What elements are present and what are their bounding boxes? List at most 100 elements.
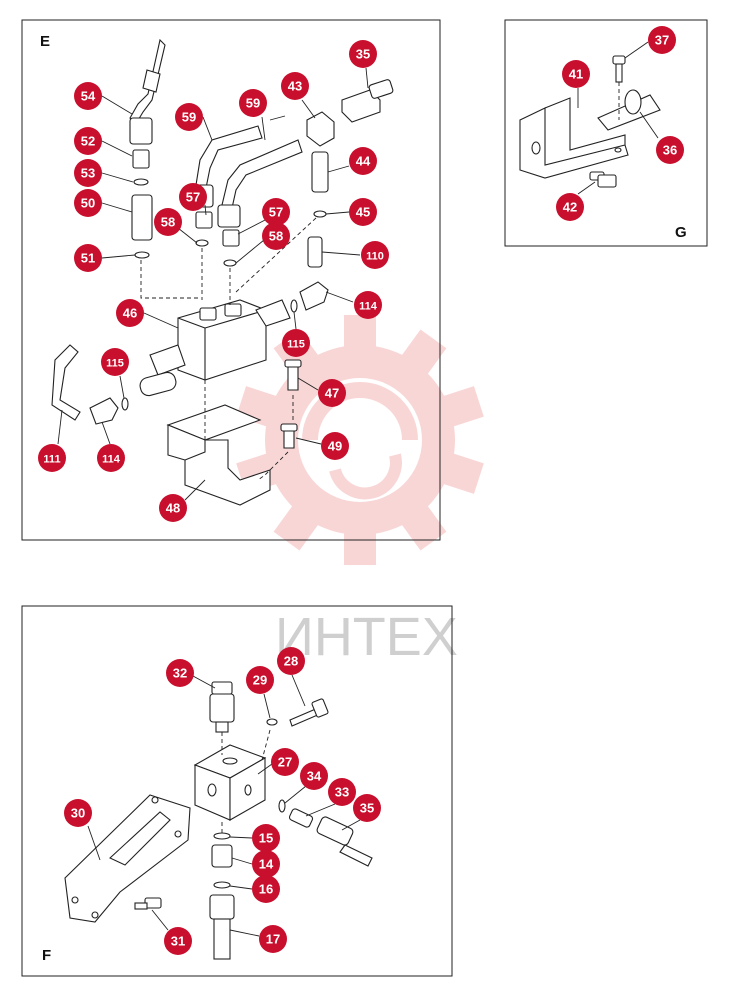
callout-number: 53: [81, 166, 95, 181]
callout-balloon: [300, 762, 328, 790]
callout-number: 115: [106, 358, 124, 370]
callout-number: 50: [81, 196, 95, 211]
callout-balloon: [349, 198, 377, 226]
callout-f-35: 35: [353, 794, 381, 822]
callout-number: 59: [182, 110, 196, 125]
callout-number: 57: [269, 205, 283, 220]
callout-balloon: [277, 647, 305, 675]
callout-number: 58: [269, 229, 283, 244]
callout-number: 49: [328, 439, 342, 454]
panel-e-frame: [21, 19, 441, 541]
callout-number: 41: [569, 67, 583, 82]
callout-f-28: 28: [277, 647, 305, 675]
callout-e-35: 35: [349, 40, 377, 68]
callout-f-14: 14: [252, 850, 280, 878]
callout-number: 31: [171, 934, 185, 949]
callout-number: 32: [173, 666, 187, 681]
callout-number: 35: [356, 47, 370, 62]
callout-f-16: 16: [252, 875, 280, 903]
callout-number: 30: [71, 806, 85, 821]
callout-number: 33: [335, 785, 349, 800]
callout-e-115: 115: [101, 348, 129, 376]
callout-number: 45: [356, 205, 370, 220]
callout-balloon: [353, 794, 381, 822]
callout-f-32: 32: [166, 659, 194, 687]
callout-e-115: 115: [282, 329, 310, 357]
callout-balloon: [562, 60, 590, 88]
callout-balloon: [154, 208, 182, 236]
callout-number: 42: [563, 200, 577, 215]
watermark-gear-logo: [236, 315, 484, 565]
callout-e-52: 52: [74, 127, 102, 155]
callout-e-57: 57: [179, 183, 207, 211]
callout-e-54: 54: [74, 82, 102, 110]
callout-e-51: 51: [74, 244, 102, 272]
panel-e-drawing: [51, 38, 394, 506]
panel-label-g: G: [675, 224, 687, 241]
callout-balloon: [179, 183, 207, 211]
panel-label-f: F: [42, 947, 51, 964]
callout-g-36: 36: [656, 136, 684, 164]
panel-label-e: E: [40, 33, 50, 50]
callout-number: 59: [246, 96, 260, 111]
callout-balloon: [74, 82, 102, 110]
callout-f-33: 33: [328, 778, 356, 806]
callout-f-17: 17: [259, 925, 287, 953]
callout-number: 46: [123, 306, 137, 321]
callout-f-31: 31: [164, 927, 192, 955]
watermark-text: ИНТЕХ: [275, 607, 458, 667]
callout-number: 115: [287, 339, 305, 351]
callout-balloon: [648, 26, 676, 54]
callout-e-58: 58: [154, 208, 182, 236]
callout-balloon: [74, 244, 102, 272]
callout-e-45: 45: [349, 198, 377, 226]
callout-number: 14: [259, 857, 274, 872]
callout-number: 17: [266, 932, 280, 947]
callout-balloon: [328, 778, 356, 806]
callout-balloon: [281, 72, 309, 100]
callout-balloon: [159, 494, 187, 522]
callout-e-59: 59: [175, 103, 203, 131]
callout-number: 16: [259, 882, 273, 897]
callout-balloon: [349, 147, 377, 175]
callout-number: 111: [43, 454, 60, 466]
callout-number: 48: [166, 501, 180, 516]
callout-balloon: [318, 379, 346, 407]
callout-balloon: [74, 189, 102, 217]
panel-f-frame: [21, 605, 453, 977]
callout-e-47: 47: [318, 379, 346, 407]
callout-e-59: 59: [239, 89, 267, 117]
callout-balloon: [166, 659, 194, 687]
callout-balloon: [252, 824, 280, 852]
callout-e-44: 44: [349, 147, 377, 175]
callout-g-42: 42: [556, 193, 584, 221]
callout-balloon: [38, 444, 66, 472]
callout-number: 58: [161, 215, 175, 230]
callout-balloon: [262, 198, 290, 226]
callout-g-37: 37: [648, 26, 676, 54]
callout-balloon: [64, 799, 92, 827]
callout-number: 34: [307, 769, 322, 784]
callout-e-111: 111: [38, 444, 66, 472]
callout-number: 15: [259, 831, 273, 846]
callout-balloon: [74, 127, 102, 155]
callout-e-110: 110: [361, 241, 389, 269]
callout-balloon: [164, 927, 192, 955]
callout-e-53: 53: [74, 159, 102, 187]
callout-number: 51: [81, 251, 95, 266]
callout-balloon: [361, 241, 389, 269]
callout-f-30: 30: [64, 799, 92, 827]
callout-number: 57: [186, 190, 200, 205]
callout-number: 36: [663, 143, 677, 158]
callout-balloon: [354, 291, 382, 319]
callout-balloon: [656, 136, 684, 164]
callout-layer: 5452535051595935434445575857581101144611…: [38, 26, 684, 955]
callout-e-58: 58: [262, 222, 290, 250]
panel-f-drawing: [64, 674, 373, 960]
callout-f-29: 29: [246, 666, 274, 694]
callout-balloon: [282, 329, 310, 357]
callout-balloon: [116, 299, 144, 327]
callout-f-34: 34: [300, 762, 328, 790]
callout-balloon: [262, 222, 290, 250]
